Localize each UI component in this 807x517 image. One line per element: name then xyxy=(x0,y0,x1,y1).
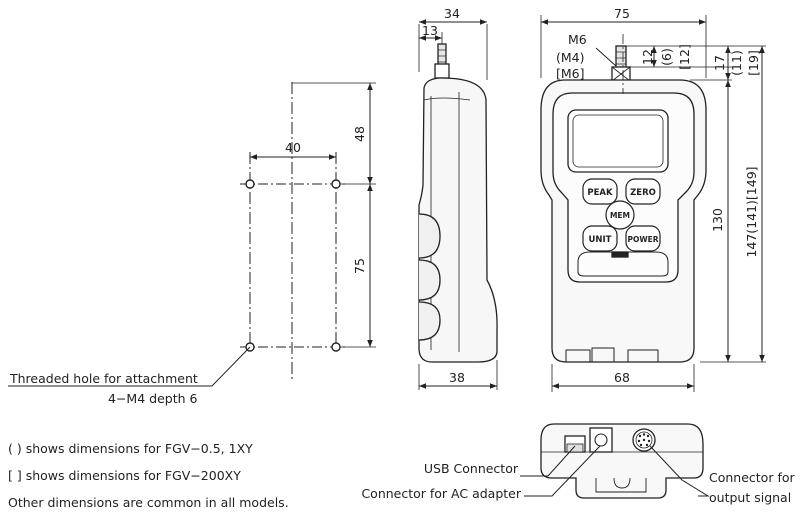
shaft-length-alt-1: (6) xyxy=(659,48,674,66)
front-dimensions xyxy=(540,15,766,392)
threaded-hole-label: Threaded hole for attachment xyxy=(9,371,198,386)
mem-button xyxy=(605,200,635,230)
ac-adapter-label: Connector for AC adapter xyxy=(361,486,521,501)
zero-button xyxy=(625,178,661,205)
total-height-dim: 147(141)[149] xyxy=(744,166,759,257)
thread-size: M6 xyxy=(568,32,587,47)
zero-label: ZERO xyxy=(630,188,656,198)
top-gap-alt-1: (11) xyxy=(729,50,744,76)
top-gap-dim: 17 xyxy=(712,55,727,71)
note-round-brackets: ( ) shows dimensions for FGV−0.5, 1XY xyxy=(8,441,253,456)
front-buttons: PEAK ZERO MEM UNIT POWER xyxy=(582,178,661,252)
mount-upper-height-dim: 48 xyxy=(352,126,367,142)
output-signal-label-1: Connector for xyxy=(709,470,795,485)
side-top-width-dim: 34 xyxy=(444,6,460,21)
output-signal-label-2: output signal xyxy=(709,490,791,505)
thread-size-alt-1: (M4) xyxy=(556,50,585,65)
front-bottom-width-dim: 68 xyxy=(614,370,630,385)
bottom-view-leaders xyxy=(520,445,710,497)
usb-connector-label: USB Connector xyxy=(424,461,519,476)
unit-button xyxy=(582,225,618,252)
shaft-length-dim: 12 xyxy=(640,49,655,65)
power-label: POWER xyxy=(627,235,658,244)
mount-pattern xyxy=(240,82,376,380)
top-gap-alt-2: [19] xyxy=(746,50,761,76)
thread-size-alt-2: [M6] xyxy=(556,66,585,81)
unit-label: UNIT xyxy=(589,235,612,245)
mem-label: MEM xyxy=(610,211,630,220)
note-square-brackets: [ ] shows dimensions for FGV−200XY xyxy=(8,468,241,483)
front-top-width-dim: 75 xyxy=(614,6,630,21)
mount-lower-height-dim: 75 xyxy=(352,258,367,274)
side-view xyxy=(418,19,498,390)
body-height-dim: 130 xyxy=(710,208,725,232)
mount-width-dim: 40 xyxy=(285,140,301,155)
power-button xyxy=(625,225,661,252)
peak-label: PEAK xyxy=(587,188,613,198)
threaded-hole-spec: 4−M4 depth 6 xyxy=(108,391,197,406)
mount-hole xyxy=(331,179,341,189)
mount-hole xyxy=(245,179,255,189)
note-common-dimensions: Other dimensions are common in all model… xyxy=(8,495,289,510)
side-bottom-width-dim: 38 xyxy=(449,370,465,385)
front-view xyxy=(540,34,707,363)
mount-hole xyxy=(331,342,341,352)
bottom-view xyxy=(540,423,704,499)
threaded-hole-leader xyxy=(8,346,251,387)
shaft-length-alt-2: [12] xyxy=(677,44,692,70)
side-shaft-offset-dim: 13 xyxy=(422,23,438,38)
output-connector-pins xyxy=(637,433,651,447)
peak-button xyxy=(582,178,618,205)
